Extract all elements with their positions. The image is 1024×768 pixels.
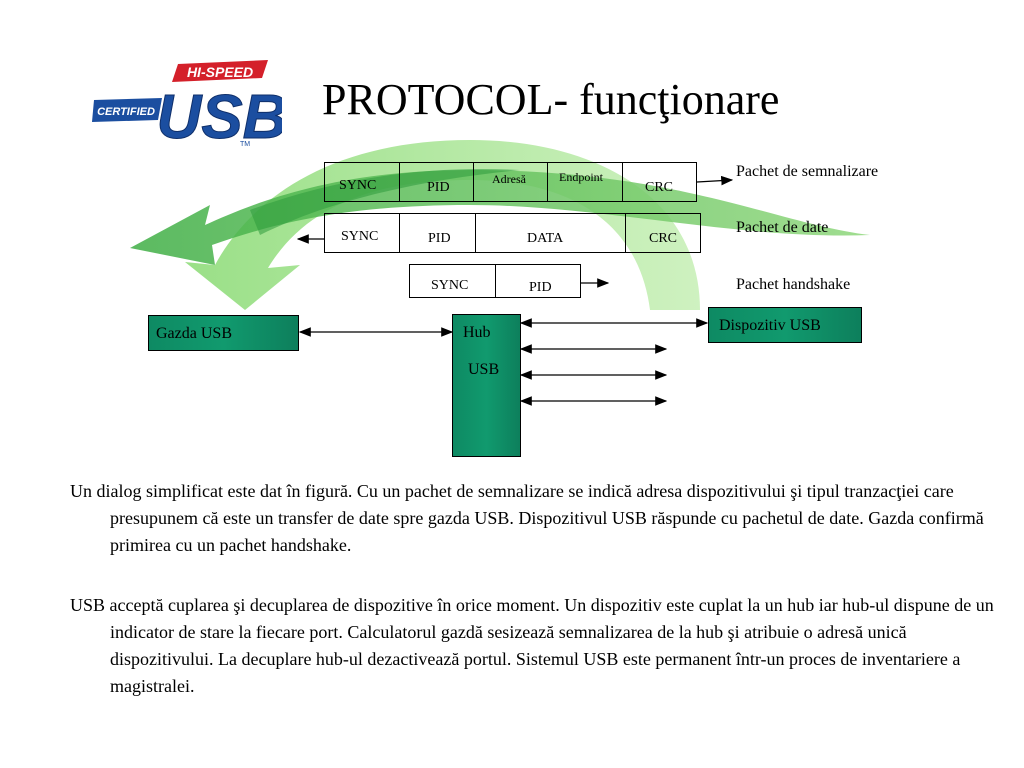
device-node: Dispozitiv USB — [708, 307, 862, 343]
paragraph-2: USB acceptă cuplarea şi decuplarea de di… — [70, 595, 994, 696]
token-out-arrow — [696, 175, 734, 186]
svg-text:HI-SPEED: HI-SPEED — [187, 64, 253, 80]
token-packet-label: Pachet de semnalizare — [736, 163, 879, 180]
paragraph-1: Un dialog simplificat este dat în figură… — [70, 481, 984, 555]
usb-certified-logo: HI-SPEED CERTIFIED USB TM — [92, 60, 282, 148]
data-crc-field: CRC — [625, 213, 701, 253]
host-node: Gazda USB — [148, 315, 299, 351]
svg-text:TM: TM — [240, 141, 250, 148]
svg-text:USB: USB — [157, 83, 282, 148]
page-title: PROTOCOL- funcţionare — [322, 75, 780, 124]
data-packet-label: Pachet de date — [736, 219, 829, 236]
svg-text:CERTIFIED: CERTIFIED — [97, 106, 155, 118]
handshake-pid-field: PID — [495, 264, 581, 298]
token-crc-field: CRC — [622, 162, 697, 202]
hub-node: Hub USB — [452, 314, 521, 457]
handshake-packet-label: Pachet handshake — [736, 276, 851, 293]
